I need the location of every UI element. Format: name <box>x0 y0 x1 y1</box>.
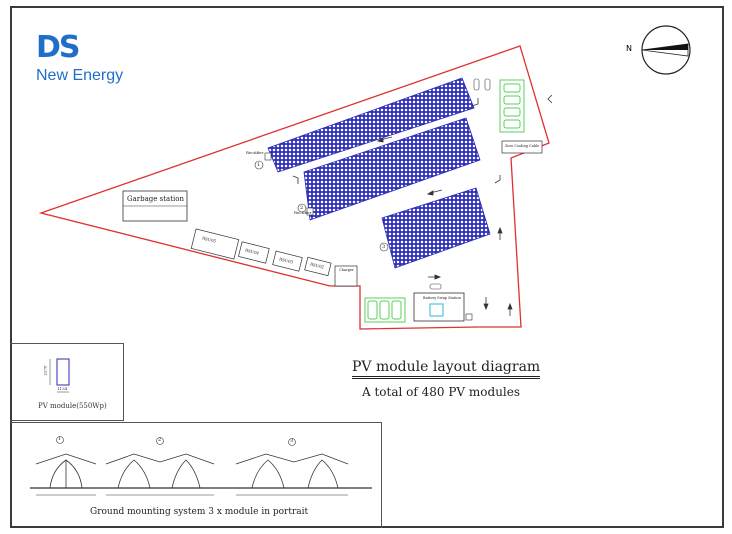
rectifier-lower-label: Rectifier <box>294 210 312 215</box>
diagram-subtitle: A total of 480 PV modules <box>362 385 521 399</box>
module-height-dim: 2278 <box>42 365 48 376</box>
mounting-marker-2: 2 <box>158 437 162 443</box>
building-row <box>190 228 358 287</box>
parking-bays-bottom <box>364 297 406 323</box>
garbage-station-label: Garbage station <box>127 195 184 203</box>
battery-swap-label: Battery Swap Station <box>423 296 461 300</box>
traffic-arrows <box>292 94 553 316</box>
array-number-3: 3 <box>382 244 386 250</box>
zero-cooling-box <box>501 140 543 154</box>
pv-array-2 <box>303 117 481 221</box>
pv-array-3 <box>381 187 491 269</box>
array-markers <box>254 160 389 252</box>
drawing-frame <box>10 6 724 528</box>
north-label: N <box>626 44 632 53</box>
mounting-drawings <box>30 453 372 496</box>
mounting-marker-3: 3 <box>290 438 294 444</box>
mounting-caption: Ground mounting system 3 x module in por… <box>90 507 309 517</box>
parking-bays-right <box>499 79 525 133</box>
module-legend-box <box>10 343 124 421</box>
logo-mark: DS <box>36 30 81 65</box>
company-logo: DS New Energy <box>36 33 123 85</box>
mounting-marker-1: 1 <box>58 436 62 442</box>
logo-name: New Energy <box>36 67 124 84</box>
charger-label: Charger <box>339 268 354 272</box>
pv-array-1 <box>267 77 475 173</box>
array-number-1: 1 <box>257 162 261 168</box>
zero-cooling-label: Zero Cooling Cable <box>505 144 540 148</box>
rectifier-label: Rectifier <box>246 150 264 155</box>
mounting-markers <box>56 436 296 446</box>
vehicles <box>429 78 491 290</box>
north-arrow-icon <box>641 25 691 75</box>
module-width-dim: 1134 <box>57 386 68 391</box>
module-legend-label: PV module(550Wp) <box>38 402 107 410</box>
site-boundary <box>38 45 550 330</box>
pv-module-symbol <box>49 358 70 393</box>
array-number-2: 2 <box>300 205 304 211</box>
mounting-system-box <box>10 422 382 528</box>
diagram-title: PV module layout diagram <box>352 359 541 379</box>
